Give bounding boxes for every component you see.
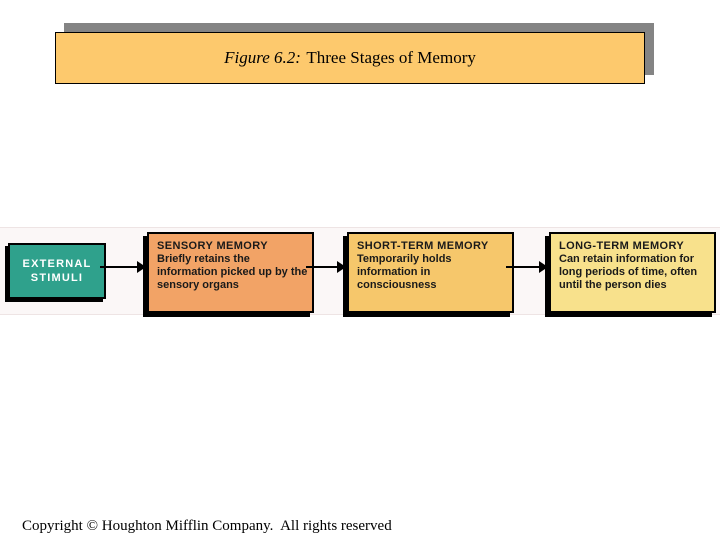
figure-title: Figure 6.2: Three Stages of Memory [224,48,476,68]
figure-title-banner: Figure 6.2: Three Stages of Memory [55,32,645,84]
arrow-shaft [506,266,541,268]
arrow-head-icon [337,261,346,273]
arrow-shaft [100,266,139,268]
short-term-memory-title: SHORT-TERM MEMORY [357,240,489,252]
flow-arrow-1 [100,261,146,273]
arrow-head-icon [137,261,146,273]
external-stimuli-box: EXTERNAL STIMULI [8,243,106,299]
flow-arrow-2 [306,261,346,273]
sensory-memory-title: SENSORY MEMORY [157,240,268,252]
figure-title-text: Three Stages of Memory [306,48,476,67]
long-term-memory-description: Can retain information for long periods … [559,253,698,291]
figure-title-number: Figure 6.2: [224,48,301,67]
copyright-notice: Copyright © Houghton Mifflin Company. Al… [22,518,392,534]
sensory-memory-description: Briefly retains the information picked u… [157,253,308,291]
arrow-shaft [306,266,339,268]
short-term-memory-box: SHORT-TERM MEMORY Temporarily holds info… [347,232,514,313]
arrow-head-icon [539,261,548,273]
sensory-memory-box: SENSORY MEMORY Briefly retains the infor… [147,232,314,313]
flow-arrow-3 [506,261,548,273]
long-term-memory-box: LONG-TERM MEMORY Can retain information … [549,232,716,313]
long-term-memory-title: LONG-TERM MEMORY [559,240,685,252]
short-term-memory-description: Temporarily holds information in conscio… [357,253,452,291]
